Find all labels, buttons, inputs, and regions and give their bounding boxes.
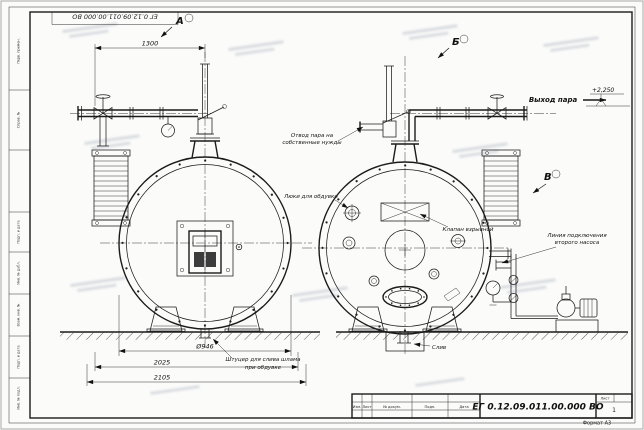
economizer-block-right (481, 149, 521, 227)
check-valve (508, 293, 519, 303)
steam-pipe-left (77, 94, 198, 147)
peephole (235, 243, 243, 251)
strip-label: Подп. и дата (17, 220, 21, 243)
ground-hatch-left (60, 332, 320, 340)
manhole (382, 285, 428, 309)
handwheel (490, 94, 504, 99)
format-label: Формат А3 (583, 421, 611, 427)
level-mark-label: +2,250 (592, 87, 614, 94)
strip-label: Перв. примен. (17, 38, 21, 63)
tb-doc-number: ЕГ 0.12.09.011.00.000 ВО (472, 403, 604, 413)
strip-label: Взам. инв. № (17, 303, 21, 326)
strip-label: Инв. № подл. (17, 386, 21, 409)
pressure-gauge-left (161, 116, 175, 138)
dimensions: 1300 Ø946 2025 2105 (86, 40, 307, 386)
explosion-valve-label: Клапан взрывной (443, 227, 494, 233)
second-pump-label-2: второго насоса (555, 240, 600, 246)
ground-hatch-right (336, 332, 628, 340)
central-opening (384, 229, 426, 271)
dim-2025: 2025 (154, 359, 171, 367)
feedwater-piping (485, 248, 599, 333)
strip-label: Инв. № дубл. (17, 261, 21, 284)
bracket-detail (443, 287, 461, 302)
handwheel (95, 94, 111, 99)
boiler-shell-front (118, 156, 292, 330)
tb-col-date: Дата (459, 405, 468, 409)
view-label-b: Б (452, 37, 460, 48)
steam-outlet-label: Выход пара (529, 96, 578, 104)
feed-pump (555, 286, 599, 333)
own-needs-label-1: Отвод пара на (291, 133, 334, 139)
corner-stamp: ЕГ 0.12.09.011.00.000 ВО (51, 12, 179, 25)
lever-weight (222, 104, 227, 109)
title-block: Изм. Лист № докум. Подп. Дата ЕГ 0.12.09… (351, 393, 633, 427)
burner-assembly (176, 220, 243, 277)
tb-col-doc: № докум. (383, 405, 401, 409)
strip-label: Справ. № (17, 111, 21, 128)
tb-col-sign: Подп. (425, 405, 436, 409)
own-needs-label-2: собственные нужды (282, 140, 342, 146)
tb-col-izm: Изм. (353, 405, 361, 409)
annotations: Отвод пара на собственные нужды Люки для… (212, 87, 630, 371)
economizer-block-left (91, 149, 131, 227)
view-label-a: А (175, 16, 184, 27)
flange-bolts (321, 164, 489, 332)
tb-sheet-label: Лист (600, 397, 609, 401)
blow-hatches-label: Люки для обдувки (283, 194, 338, 200)
view-labels: А Б В (160, 13, 561, 194)
watermarks (62, 22, 599, 395)
corner-doc-number: ЕГ 0.12.09.011.00.000 ВО (72, 13, 158, 21)
sight-glass (206, 252, 216, 267)
steam-outlet-pipe (408, 94, 528, 141)
strip-label: Подп. и дата (17, 345, 21, 368)
gate-valve (93, 94, 113, 120)
valve-lever (382, 111, 409, 124)
sight-glass (194, 252, 204, 267)
tb-sheet-value: 1 (612, 407, 616, 414)
second-pump-label-1: Линия подключения (546, 233, 607, 239)
gate-valve (487, 94, 507, 120)
dim-diameter-946: Ø946 (195, 343, 214, 351)
view-label-v: В (544, 172, 552, 183)
dim-2105: 2105 (154, 374, 171, 382)
tb-col-list: Лист (362, 405, 371, 409)
check-valve (508, 275, 519, 285)
drain-label: Слив (432, 345, 446, 351)
view-b-boiler-rear (302, 56, 628, 356)
blowdown-hatches (342, 204, 466, 287)
left-stamp-strip: Перв. примен. Справ. № Подп. и дата Инв.… (9, 38, 30, 410)
flange-bolts (121, 159, 289, 327)
sludge-label-2: при обдувке (245, 365, 282, 371)
dim-1300: 1300 (142, 40, 159, 48)
pump-motor (579, 298, 598, 318)
valve-lever (197, 106, 225, 121)
safety-valve-left (190, 63, 227, 159)
pressure-gauge-right (485, 280, 511, 306)
view-a-boiler-front (60, 52, 320, 348)
sheet-frame (8, 6, 636, 424)
sludge-label-1: Штуцер для слива шлама (226, 357, 302, 363)
